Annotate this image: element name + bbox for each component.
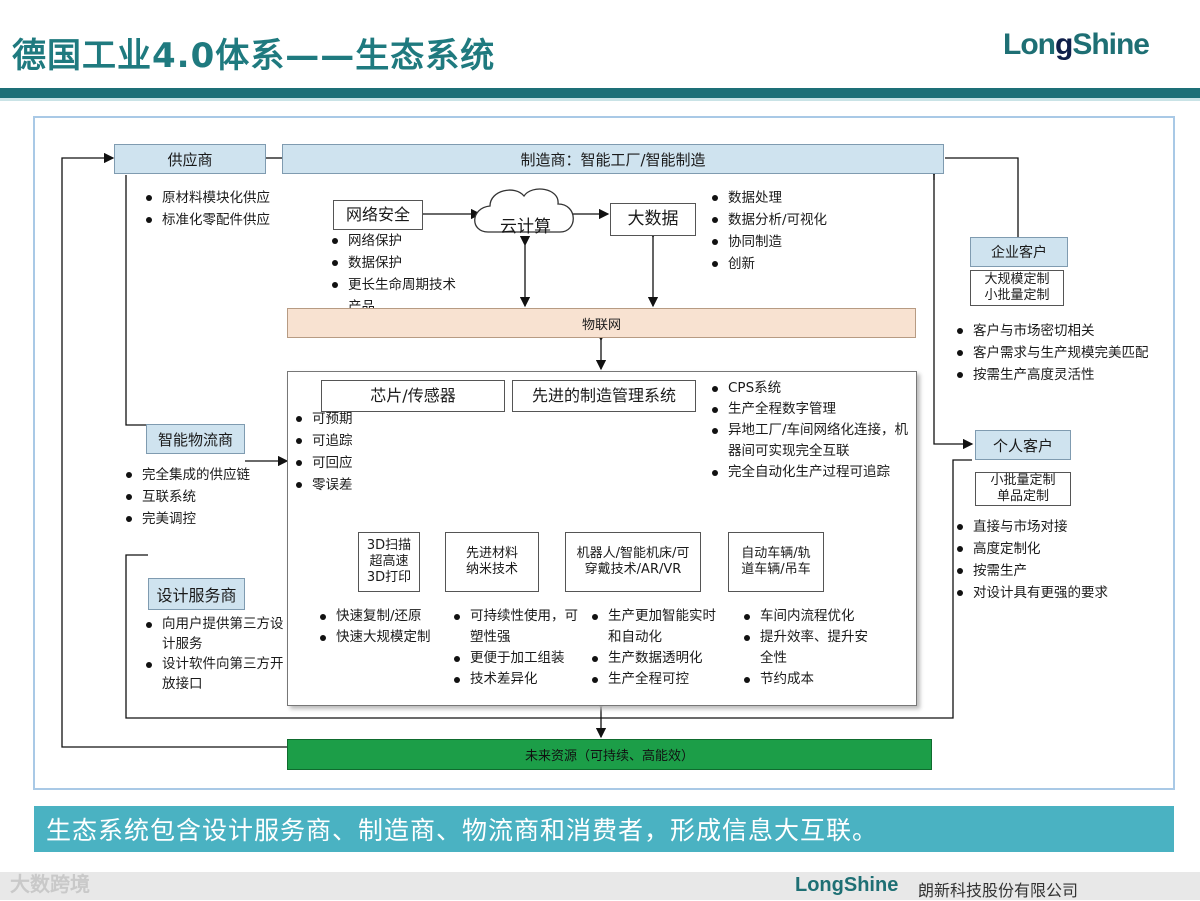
- footer-logo: LongShine: [795, 874, 899, 896]
- iot-bar: 物联网: [287, 308, 916, 338]
- list-item: 按需生产: [955, 560, 1170, 582]
- list-item: 生产更加智能实时和自动化: [590, 606, 716, 648]
- header-divider-light: [0, 98, 1200, 101]
- list-item: 创新: [710, 253, 870, 275]
- list-item: 可追踪: [294, 430, 364, 452]
- tech-materials-list: 可持续性使用，可塑性强 更便于加工组装 技术差异化: [452, 606, 580, 690]
- list-item: 完全集成的供应链: [124, 464, 284, 486]
- list-item: 车间内流程优化: [742, 606, 868, 627]
- list-item: 更便于加工组装: [452, 648, 580, 669]
- list-item: 更长生命周期技术产品: [330, 274, 480, 308]
- list-item: 按需生产高度灵活性: [955, 364, 1170, 386]
- list-item: 原材料模块化供应: [144, 187, 294, 209]
- network-security-box: 网络安全: [333, 200, 423, 230]
- individual-customization-box: 小批量定制单品定制: [975, 472, 1071, 506]
- list-item: 快速复制/还原: [318, 606, 450, 627]
- page-title: 德国工业4.0体系——生态系统: [12, 36, 496, 76]
- list-item: 异地工厂/车间网络化连接，机器间可实现完全互联: [710, 420, 910, 462]
- list-item: 客户需求与生产规模完美匹配: [955, 342, 1170, 364]
- footer-bar: [0, 872, 1200, 900]
- enterprise-customization-box: 大规模定制小批量定制: [970, 270, 1064, 306]
- list-item: 完全自动化生产过程可追踪: [710, 462, 910, 483]
- list-item: 生产全程可控: [590, 669, 716, 690]
- brand-logo: LongShine: [1003, 28, 1150, 61]
- watermark: 大数跨境: [10, 872, 90, 896]
- list-item: 技术差异化: [452, 669, 580, 690]
- list-item: 标准化零配件供应: [144, 209, 294, 231]
- future-resources-bar: 未来资源（可持续、高能效）: [287, 739, 932, 770]
- cloud-icon: [474, 188, 574, 233]
- tech-robotics-list: 生产更加智能实时和自动化 生产数据透明化 生产全程可控: [590, 606, 716, 690]
- list-item: 可回应: [294, 452, 364, 474]
- list-item: 直接与市场对接: [955, 516, 1170, 538]
- list-item: 协同制造: [710, 231, 870, 253]
- list-item: 可预期: [294, 408, 364, 430]
- list-item: 可持续性使用，可塑性强: [452, 606, 580, 648]
- tech-vehicles-box: 自动车辆/轨 道车辆/吊车: [728, 532, 824, 592]
- factory-left-list: 可预期 可追踪 可回应 零误差: [294, 408, 364, 496]
- supplier-list: 原材料模块化供应 标准化零配件供应: [144, 187, 294, 231]
- list-item: 数据保护: [330, 252, 480, 274]
- list-item: 生产全程数字管理: [710, 399, 910, 420]
- supplier-box: 供应商: [114, 144, 266, 174]
- list-item: 数据分析/可视化: [710, 209, 870, 231]
- tech-3d-list: 快速复制/还原 快速大规模定制: [318, 606, 450, 648]
- list-item: 快速大规模定制: [318, 627, 450, 648]
- list-item: 互联系统: [124, 486, 284, 508]
- list-item: 网络保护: [330, 230, 480, 252]
- design-service-box: 设计服务商: [148, 578, 245, 610]
- cloud-label: 云计算: [500, 217, 551, 237]
- tech-vehicles-list: 车间内流程优化 提升效率、提升安全性 节约成本: [742, 606, 868, 690]
- summary-banner: 生态系统包含设计服务商、制造商、物流商和消费者，形成信息大互联。: [34, 806, 1174, 852]
- big-data-list: 数据处理 数据分析/可视化 协同制造 创新: [710, 187, 870, 275]
- list-item: 数据处理: [710, 187, 870, 209]
- list-item: 生产数据透明化: [590, 648, 716, 669]
- list-item: CPS系统: [710, 378, 910, 399]
- manufacturer-box: 制造商：智能工厂/智能制造: [282, 144, 944, 174]
- list-item: 设计软件向第三方开放接口: [144, 654, 284, 694]
- list-item: 提升效率、提升安全性: [742, 627, 868, 669]
- chip-sensor-box: 芯片/传感器: [321, 380, 505, 412]
- list-item: 零误差: [294, 474, 364, 496]
- list-item: 高度定制化: [955, 538, 1170, 560]
- list-item: 对设计具有更强的要求: [955, 582, 1170, 604]
- list-item: 节约成本: [742, 669, 868, 690]
- footer-company: 朗新科技股份有限公司: [918, 881, 1079, 900]
- network-security-list: 网络保护 数据保护 更长生命周期技术产品: [330, 230, 480, 308]
- factory-right-list: CPS系统 生产全程数字管理 异地工厂/车间网络化连接，机器间可实现完全互联 完…: [710, 378, 910, 483]
- logistics-list: 完全集成的供应链 互联系统 完美调控: [124, 464, 284, 530]
- individual-customer-box: 个人客户: [975, 430, 1071, 460]
- mgmt-system-box: 先进的制造管理系统: [512, 380, 696, 412]
- enterprise-customer-box: 企业客户: [970, 237, 1068, 267]
- design-service-list: 向用户提供第三方设计服务 设计软件向第三方开放接口: [144, 614, 284, 694]
- logistics-box: 智能物流商: [146, 424, 245, 454]
- list-item: 客户与市场密切相关: [955, 320, 1170, 342]
- big-data-box: 大数据: [610, 203, 696, 236]
- tech-robotics-box: 机器人/智能机床/可 穿戴技术/AR/VR: [565, 532, 701, 592]
- header-divider: [0, 88, 1200, 98]
- individual-customer-list: 直接与市场对接 高度定制化 按需生产 对设计具有更强的要求: [955, 516, 1170, 604]
- tech-3d-printing-box: 3D扫描 超高速 3D打印: [358, 532, 420, 592]
- enterprise-customer-list: 客户与市场密切相关 客户需求与生产规模完美匹配 按需生产高度灵活性: [955, 320, 1170, 386]
- tech-materials-box: 先进材料 纳米技术: [445, 532, 539, 592]
- diagram-frame: [33, 116, 1175, 790]
- list-item: 向用户提供第三方设计服务: [144, 614, 284, 654]
- list-item: 完美调控: [124, 508, 284, 530]
